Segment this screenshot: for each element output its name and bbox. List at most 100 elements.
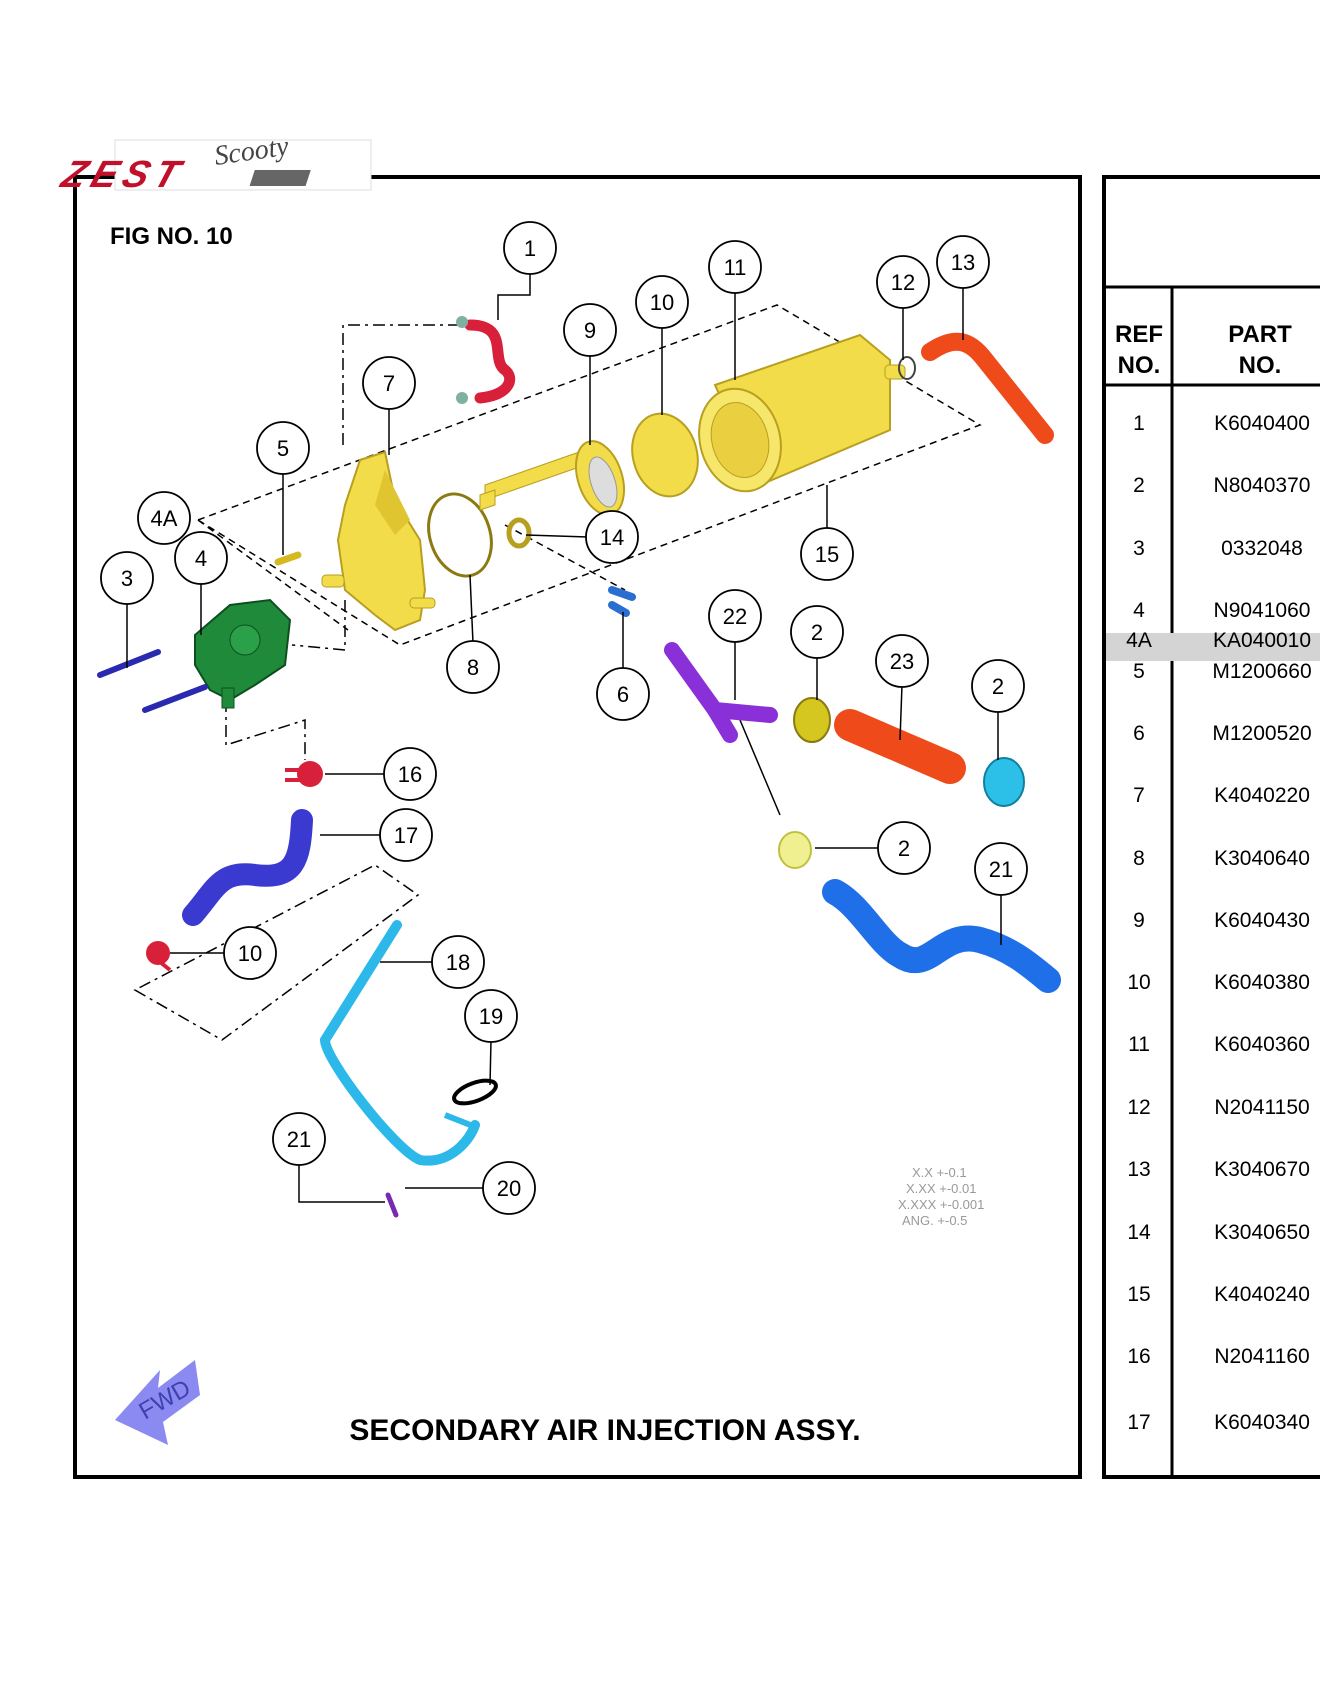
table-part-cell: K6040380 — [1214, 971, 1310, 994]
callout-label: 23 — [890, 649, 914, 674]
part-18-pipe — [319, 920, 480, 1166]
brand-logo: Scooty ZEST 110 — [55, 131, 372, 196]
part-4-air-valve — [194, 598, 292, 709]
table-part-cell: K6040340 — [1214, 1411, 1310, 1434]
tolerance-line-2: X.XX +-0.01 — [906, 1181, 976, 1196]
part-14-ring — [506, 517, 532, 549]
part-10-filter-cap — [631, 412, 699, 498]
callout-circle — [100, 551, 154, 605]
table-ref-cell: 4A — [1126, 629, 1152, 652]
table-ref-cell: 2 — [1133, 474, 1145, 497]
table-frame — [1102, 175, 1320, 1479]
callout-circle — [379, 808, 433, 862]
logo-badge: 110 — [320, 172, 341, 187]
table-part-cell: K3040670 — [1214, 1158, 1310, 1181]
part-13-orange-hose — [921, 332, 1054, 444]
callout-circle — [974, 842, 1028, 896]
callout-label: 22 — [723, 604, 747, 629]
table-part-cell: K3040650 — [1214, 1221, 1310, 1244]
fwd-arrow-icon: FWD — [115, 1360, 200, 1445]
callout-label: 13 — [951, 250, 975, 275]
part-19-o-ring — [452, 1078, 498, 1106]
table-ref-cell: 5 — [1133, 660, 1145, 683]
callout-label: 12 — [891, 270, 915, 295]
callout-label: 21 — [989, 857, 1013, 882]
callout-label: 6 — [617, 682, 629, 707]
part-12-o-ring — [898, 356, 916, 380]
tolerance-note: X.X +-0.1 X.XX +-0.01 X.XXX +-0.001 ANG.… — [898, 1165, 984, 1228]
table-ref-cell: 9 — [1133, 909, 1145, 932]
callout-label: 3 — [121, 566, 133, 591]
table-part-cell: K6040400 — [1214, 412, 1310, 435]
callout-circle — [137, 491, 191, 545]
table-ref-cell: 3 — [1133, 537, 1145, 560]
callout-circle — [877, 821, 931, 875]
callout-circle — [464, 989, 518, 1043]
callout-circle — [800, 527, 854, 581]
assembly-guides — [133, 304, 982, 1041]
callout-label: 7 — [383, 371, 395, 396]
callout-circle — [971, 659, 1025, 713]
callout-circle — [585, 510, 639, 564]
table-ref-cell: 17 — [1127, 1411, 1150, 1434]
part-16-connector — [285, 761, 323, 787]
callout-circle — [503, 221, 557, 275]
part-21-blue-hose — [822, 879, 1061, 993]
table-part-cell: K4040220 — [1214, 784, 1310, 807]
part-17-curved-hose — [182, 809, 313, 926]
callout-label: 4A — [151, 506, 178, 531]
part-10-lower-clamp — [146, 941, 172, 972]
part-23-orange-tube — [834, 709, 966, 784]
callout-circle — [563, 303, 617, 357]
part-9-reed-plate — [479, 440, 625, 516]
table-ref-cell: 7 — [1133, 784, 1145, 807]
callout-circle — [431, 935, 485, 989]
callout-label: 2 — [992, 674, 1004, 699]
highlight-row-4A — [1106, 633, 1320, 661]
part-7-valve-body — [321, 450, 436, 632]
logo-brand: ZEST — [55, 154, 191, 196]
table-part-cell: KA040010 — [1213, 629, 1311, 652]
table-ref-cell: 14 — [1127, 1221, 1151, 1244]
callout-circle — [272, 1112, 326, 1166]
callout-label: 4 — [195, 546, 207, 571]
callout-circle — [596, 667, 650, 721]
callout-circle — [383, 747, 437, 801]
part-3-bolts — [97, 649, 208, 713]
table-ref-cell: 6 — [1133, 722, 1145, 745]
callout-label: 10 — [650, 290, 674, 315]
callout-label: 2 — [898, 836, 910, 861]
table-ref-cell: 16 — [1127, 1345, 1150, 1368]
callout-label: 9 — [584, 318, 596, 343]
callout-label: 8 — [467, 655, 479, 680]
figure-title: SECONDARY AIR INJECTION ASSY. — [349, 1414, 860, 1447]
callout-label: 18 — [446, 950, 470, 975]
callout-label: 1 — [524, 236, 536, 261]
table-part-cell: M1200660 — [1212, 660, 1311, 683]
fig-number: FIG NO. 10 — [110, 223, 233, 250]
callout-circle — [790, 605, 844, 659]
callout-circle — [708, 589, 762, 643]
table-part-cell: N2041160 — [1214, 1345, 1309, 1368]
callout-label: 15 — [815, 542, 839, 567]
table-ref-cell: 10 — [1127, 971, 1150, 994]
callout-circle — [708, 240, 762, 294]
part-1-red-hose — [456, 316, 516, 404]
table-part-cell: K6040430 — [1214, 909, 1310, 932]
callout-label: 5 — [277, 436, 289, 461]
callout-label: 19 — [479, 1004, 503, 1029]
header-part-line2: NO. — [1239, 352, 1282, 379]
callout-circle — [223, 926, 277, 980]
header-part-line1: PART — [1228, 321, 1292, 348]
callout-label: 2 — [811, 620, 823, 645]
callout-circle — [635, 275, 689, 329]
callout-circle — [482, 1161, 536, 1215]
leader-lines — [126, 272, 1002, 1203]
callout-label: 10 — [238, 941, 262, 966]
tolerance-line-4: ANG. +-0.5 — [902, 1213, 967, 1228]
table-ref-cell: 15 — [1127, 1283, 1150, 1306]
table-ref-cell: 11 — [1128, 1033, 1150, 1056]
